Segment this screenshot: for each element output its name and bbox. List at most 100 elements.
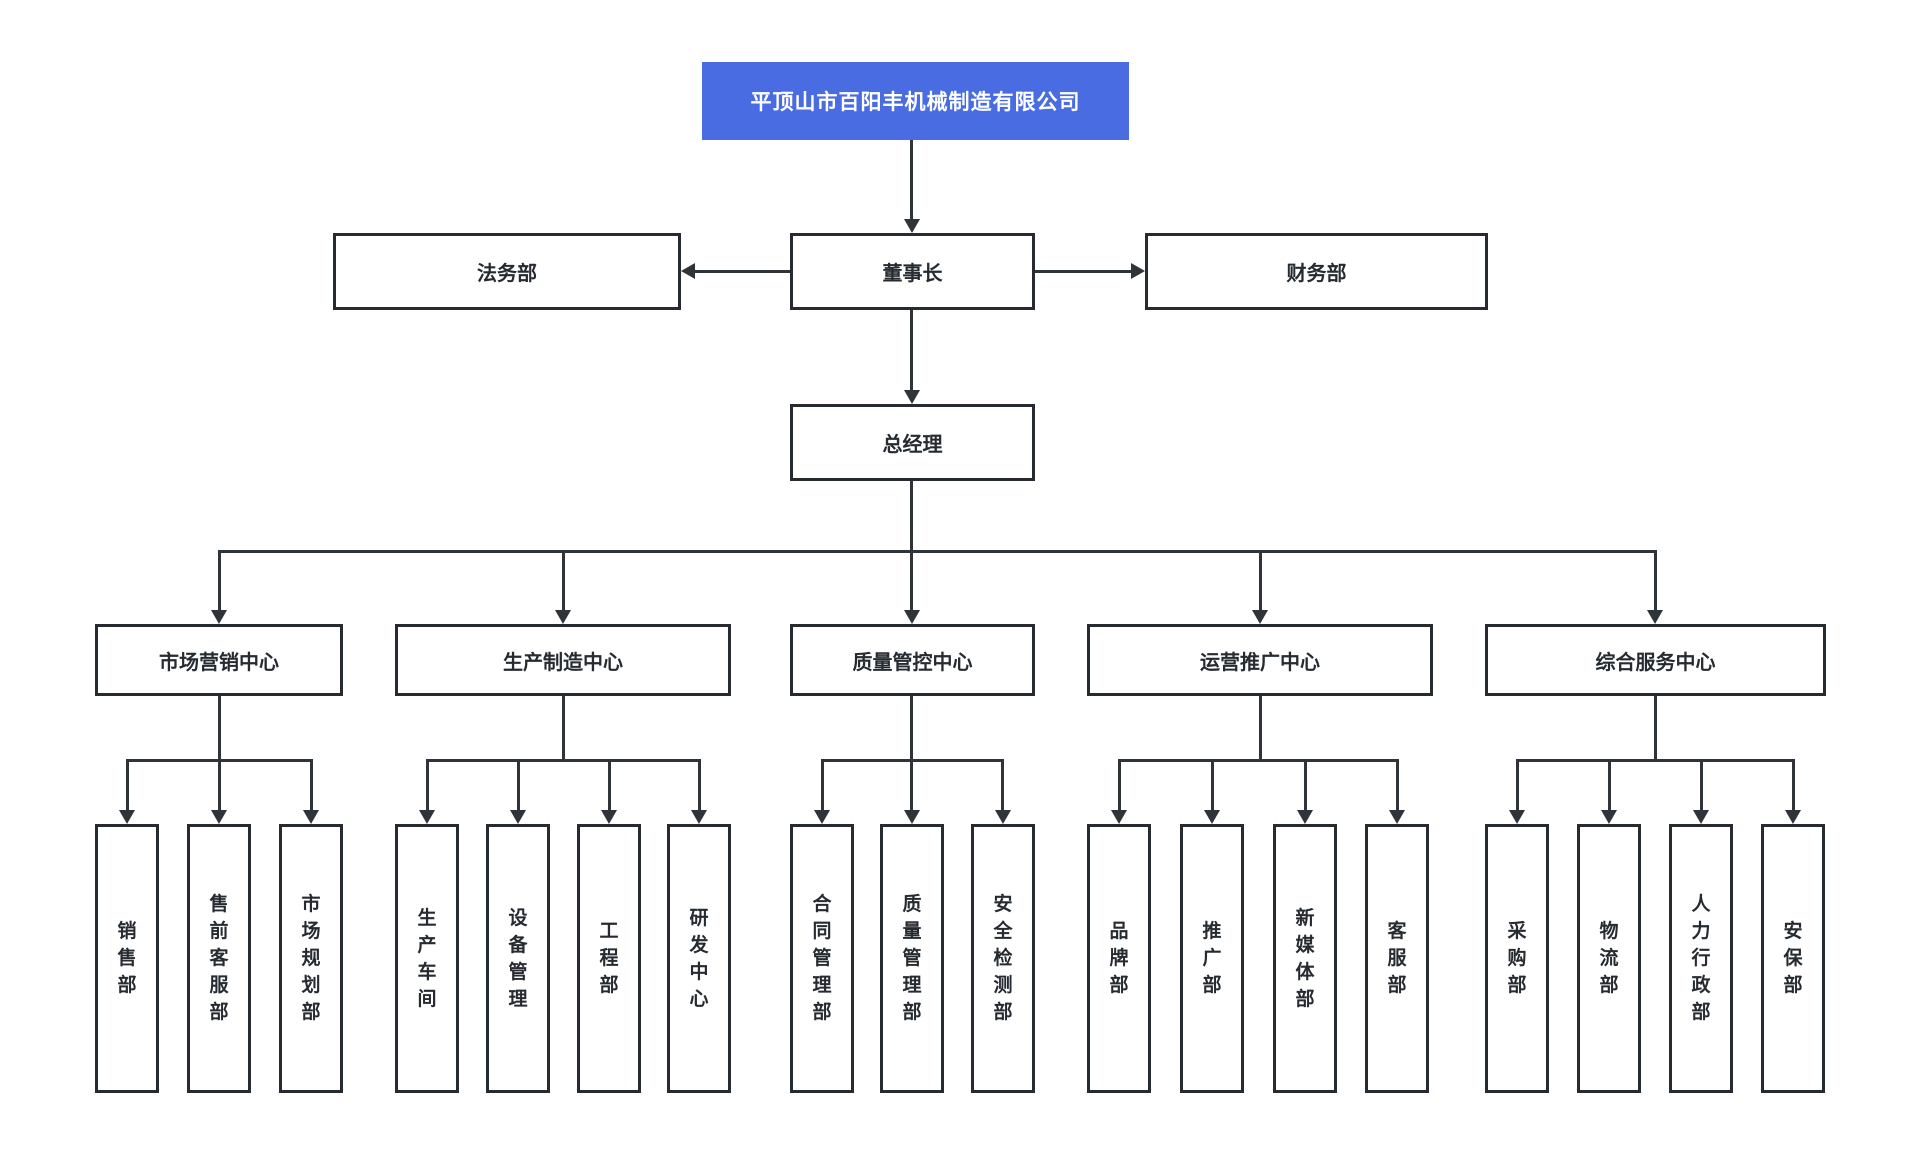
node-dept-new-media-label: 新 媒 体 部 [1295, 907, 1315, 1010]
arrowhead-g1-3 [303, 810, 319, 824]
node-dept-equipment-management: 设 备 管 理 [486, 824, 550, 1093]
node-dept-quality-management-label: 质 量 管 理 部 [902, 894, 922, 1023]
arrowhead-g2-4 [691, 810, 707, 824]
arrowhead-g2-2 [510, 810, 526, 824]
arrowhead-g4-2 [1204, 810, 1220, 824]
connector-drop-g1-3 [310, 759, 313, 810]
connector-bus-group-4 [1119, 759, 1397, 762]
node-dept-engineering-label: 工 程 部 [599, 921, 619, 996]
arrowhead-g2-1 [419, 810, 435, 824]
arrowhead-g5-4 [1785, 810, 1801, 824]
connector-drop-g2-2 [517, 759, 520, 810]
node-chairman: 董事长 [790, 233, 1035, 310]
node-dept-quality-management: 质 量 管 理 部 [880, 824, 944, 1093]
node-dept-new-media: 新 媒 体 部 [1273, 824, 1337, 1093]
node-dept-sales: 销 售 部 [95, 824, 159, 1093]
connector-stem-group-2 [562, 696, 565, 762]
arrowhead-g5-3 [1693, 810, 1709, 824]
connector-drop-g2-1 [426, 759, 429, 810]
node-dept-rd-center: 研 发 中 心 [667, 824, 731, 1093]
node-legal-dept: 法务部 [333, 233, 681, 310]
node-dept-brand: 品 牌 部 [1087, 824, 1151, 1093]
connector-drop-g5-1 [1516, 759, 1519, 810]
node-dept-customer-service: 客 服 部 [1365, 824, 1429, 1093]
node-finance-dept: 财务部 [1145, 233, 1488, 310]
arrowhead-center-2 [555, 610, 571, 624]
arrowhead-center-4 [1252, 610, 1268, 624]
node-dept-brand-label: 品 牌 部 [1109, 921, 1129, 996]
node-dept-production-workshop: 生 产 车 间 [395, 824, 459, 1093]
node-dept-logistics-label: 物 流 部 [1599, 921, 1619, 996]
arrowhead-center-3 [904, 610, 920, 624]
arrowhead-g1-2 [211, 810, 227, 824]
connector-drop-g4-2 [1211, 759, 1214, 810]
connector-drop-g5-4 [1792, 759, 1795, 810]
node-dept-equipment-management-label: 设 备 管 理 [508, 907, 528, 1010]
connector-drop-g3-2 [910, 759, 913, 810]
connector-chairman-legal [692, 270, 790, 273]
arrowhead-chairman-gm [904, 390, 920, 404]
node-dept-contract-management-label: 合 同 管 理 部 [812, 894, 832, 1023]
connector-drop-g2-4 [698, 759, 701, 810]
node-dept-market-planning: 市 场 规 划 部 [279, 824, 343, 1093]
node-center-services: 综合服务中心 [1485, 624, 1826, 696]
node-center-marketing: 市场营销中心 [95, 624, 343, 696]
connector-stem-group-4 [1259, 696, 1262, 762]
connector-drop-g4-4 [1396, 759, 1399, 810]
node-center-operations: 运营推广中心 [1087, 624, 1433, 696]
node-dept-promotion-label: 推 广 部 [1202, 921, 1222, 996]
node-dept-hr-admin-label: 人 力 行 政 部 [1691, 894, 1711, 1023]
node-dept-promotion: 推 广 部 [1180, 824, 1244, 1093]
arrowhead-g5-2 [1601, 810, 1617, 824]
connector-drop-center-3 [910, 550, 913, 610]
node-dept-market-planning-label: 市 场 规 划 部 [301, 894, 321, 1023]
node-dept-rd-center-label: 研 发 中 心 [689, 907, 709, 1010]
arrowhead-chairman-finance [1131, 263, 1145, 279]
node-dept-engineering: 工 程 部 [577, 824, 641, 1093]
connector-chairman-finance [1035, 270, 1133, 273]
node-dept-safety-inspection: 安 全 检 测 部 [971, 824, 1035, 1093]
connector-stem-group-3 [910, 696, 913, 762]
connector-chairman-gm [910, 310, 913, 392]
node-dept-hr-admin: 人 力 行 政 部 [1669, 824, 1733, 1093]
node-dept-procurement: 采 购 部 [1485, 824, 1549, 1093]
connector-gm-bus [910, 481, 913, 551]
connector-drop-g5-2 [1608, 759, 1611, 810]
node-dept-sales-label: 销 售 部 [117, 921, 137, 996]
node-center-production: 生产制造中心 [395, 624, 731, 696]
connector-drop-g4-3 [1304, 759, 1307, 810]
node-dept-presales-service-label: 售 前 客 服 部 [209, 894, 229, 1023]
connector-centers-bus [218, 550, 1656, 553]
connector-drop-center-5 [1654, 550, 1657, 610]
node-general-manager: 总经理 [790, 404, 1035, 481]
connector-drop-g3-3 [1001, 759, 1004, 810]
connector-drop-center-4 [1259, 550, 1262, 610]
connector-drop-g1-2 [218, 759, 221, 810]
arrowhead-g4-3 [1297, 810, 1313, 824]
node-dept-security-label: 安 保 部 [1783, 921, 1803, 996]
connector-bus-group-2 [427, 759, 699, 762]
arrowhead-g3-2 [904, 810, 920, 824]
arrowhead-chairman-legal [681, 263, 695, 279]
arrowhead-g1-1 [119, 810, 135, 824]
connector-drop-g3-1 [821, 759, 824, 810]
arrowhead-g2-3 [601, 810, 617, 824]
arrowhead-g3-1 [814, 810, 830, 824]
node-dept-security: 安 保 部 [1761, 824, 1825, 1093]
node-dept-logistics: 物 流 部 [1577, 824, 1641, 1093]
arrowhead-center-5 [1647, 610, 1663, 624]
arrowhead-center-1 [211, 610, 227, 624]
node-company-root: 平顶山市百阳丰机械制造有限公司 [702, 62, 1129, 140]
node-dept-production-workshop-label: 生 产 车 间 [417, 907, 437, 1010]
connector-drop-g1-1 [126, 759, 129, 810]
arrowhead-g3-3 [995, 810, 1011, 824]
node-dept-procurement-label: 采 购 部 [1507, 921, 1527, 996]
arrowhead-root-chairman [904, 219, 920, 233]
connector-bus-group-5 [1517, 759, 1793, 762]
connector-stem-group-5 [1654, 696, 1657, 762]
connector-stem-group-1 [218, 696, 221, 762]
node-dept-contract-management: 合 同 管 理 部 [790, 824, 854, 1093]
connector-drop-center-2 [562, 550, 565, 610]
node-dept-customer-service-label: 客 服 部 [1387, 921, 1407, 996]
